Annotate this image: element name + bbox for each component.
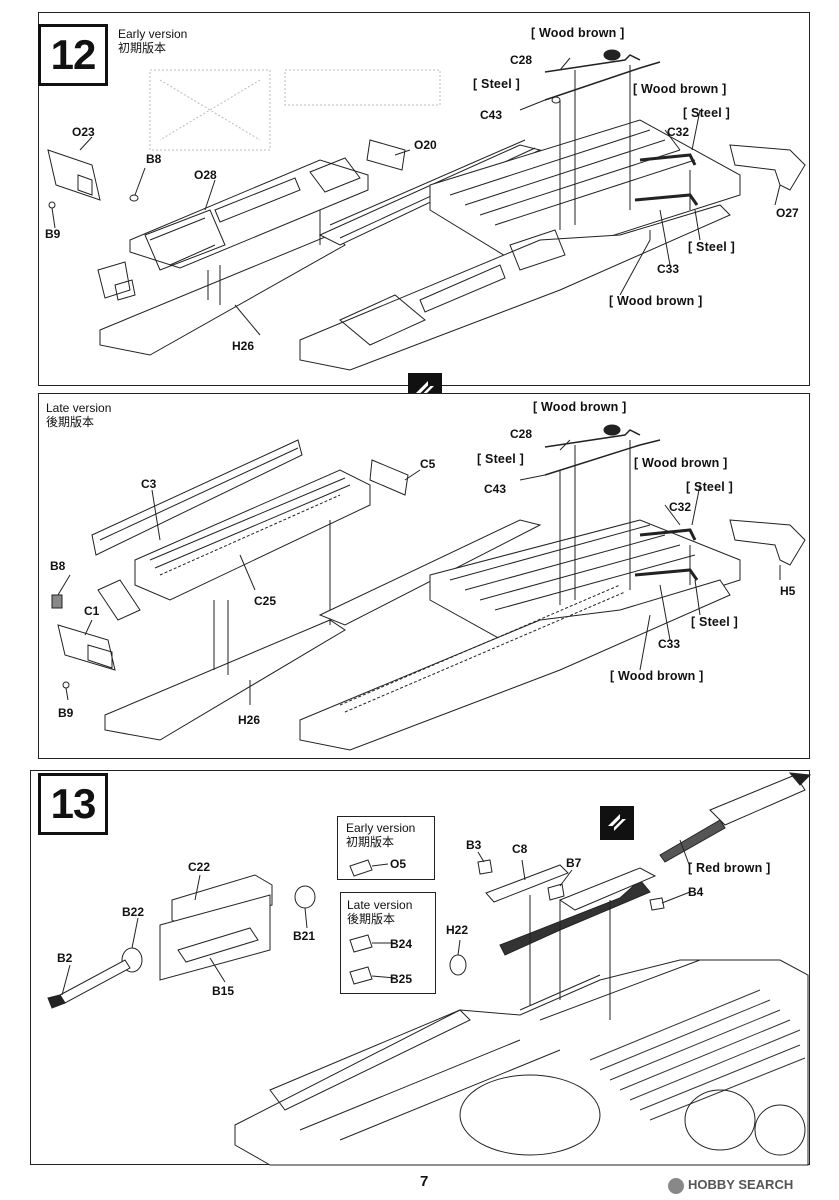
label-c28: C28 [510, 427, 533, 441]
color-wood-brown: [ Wood brown ] [533, 400, 627, 414]
label-b8: B8 [146, 152, 162, 166]
color-steel: [ Steel ] [473, 77, 520, 91]
early-note-jp: 初期版本 [118, 41, 167, 55]
early-note-en: Early version [346, 821, 416, 835]
color-steel: [ Steel ] [691, 615, 738, 629]
color-red-brown: [ Red brown ] [688, 861, 771, 875]
label-c43: C43 [480, 108, 503, 122]
color-wood-brown: [ Wood brown ] [609, 294, 703, 308]
step12-early-note: Early version 初期版本 [118, 27, 187, 55]
label-c1: C1 [84, 604, 100, 618]
label-h26: H26 [232, 339, 255, 353]
label-c33: C33 [657, 262, 680, 276]
label-b25: B25 [390, 972, 413, 986]
color-wood-brown: [ Wood brown ] [634, 456, 728, 470]
label-h22: H22 [446, 923, 469, 937]
late-note-jp: 後期版本 [347, 912, 396, 926]
label-b15: B15 [212, 984, 235, 998]
watermark: HOBBY SEARCH [688, 1177, 794, 1192]
late-note-en: Late version [46, 401, 112, 415]
label-h5: H5 [780, 584, 796, 598]
label-o5: O5 [390, 857, 407, 871]
label-o27: O27 [776, 206, 799, 220]
label-c22: C22 [188, 860, 211, 874]
label-b9: B9 [58, 706, 74, 720]
page-number: 7 [420, 1173, 429, 1190]
color-wood-brown: [ Wood brown ] [610, 669, 704, 683]
label-c32: C32 [667, 125, 690, 139]
label-o23: O23 [72, 125, 95, 139]
label-c5: C5 [420, 457, 436, 471]
label-b7: B7 [566, 856, 582, 870]
color-steel: [ Steel ] [683, 106, 730, 120]
label-c43: C43 [484, 482, 507, 496]
label-c8: C8 [512, 842, 528, 856]
label-b2: B2 [57, 951, 73, 965]
label-b22: B22 [122, 905, 145, 919]
label-b4: B4 [688, 885, 704, 899]
label-o28: O28 [194, 168, 217, 182]
early-note-en: Early version [118, 27, 188, 41]
label-b21: B21 [293, 929, 316, 943]
color-steel: [ Steel ] [688, 240, 735, 254]
swap-arrows-icon [600, 806, 634, 840]
step13-number: 13 [38, 773, 108, 835]
label-b24: B24 [390, 937, 413, 951]
step13-late-note: Late version 後期版本 [347, 898, 412, 926]
label-b9: B9 [45, 227, 61, 241]
late-note-en: Late version [347, 898, 413, 912]
step13-early-note: Early version 初期版本 [346, 821, 415, 849]
hobby-search-logo-icon [668, 1178, 684, 1194]
label-o20: O20 [414, 138, 437, 152]
color-wood-brown: [ Wood brown ] [531, 26, 625, 40]
label-h26: H26 [238, 713, 261, 727]
color-wood-brown: [ Wood brown ] [633, 82, 727, 96]
label-c3: C3 [141, 477, 157, 491]
label-c33: C33 [658, 637, 681, 651]
color-steel: [ Steel ] [686, 480, 733, 494]
label-b8: B8 [50, 559, 66, 573]
label-c32: C32 [669, 500, 692, 514]
label-c28: C28 [510, 53, 533, 67]
label-c25: C25 [254, 594, 277, 608]
late-note-jp: 後期版本 [46, 415, 95, 429]
early-note-jp: 初期版本 [346, 835, 395, 849]
label-b3: B3 [466, 838, 482, 852]
step12-late-note: Late version 後期版本 [46, 401, 111, 429]
color-steel: [ Steel ] [477, 452, 524, 466]
step12-number: 12 [38, 24, 108, 86]
